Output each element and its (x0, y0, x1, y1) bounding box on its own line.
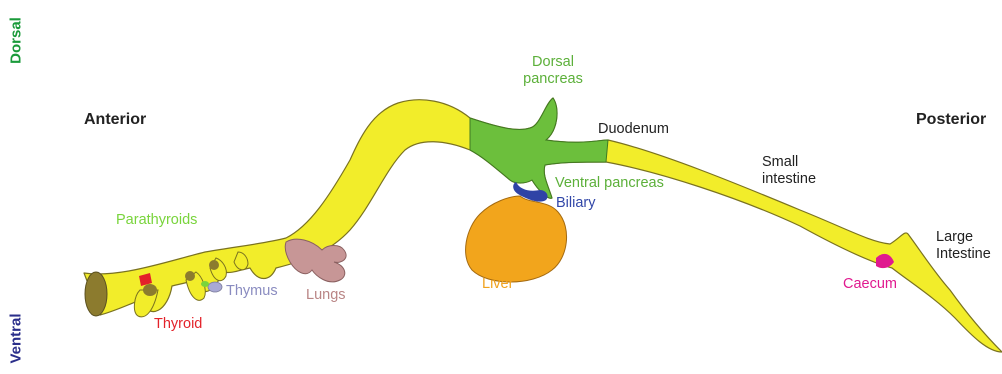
thyroid-label: Thyroid (154, 316, 202, 333)
liver (466, 196, 567, 282)
dorsal-pancreas-line2: pancreas (518, 71, 588, 88)
pouch-dark (143, 284, 157, 296)
liver-label: Liver (482, 276, 513, 293)
posterior-label: Posterior (916, 111, 986, 129)
anterior-label: Anterior (84, 111, 146, 129)
parathyroid (201, 281, 209, 287)
pouch-dark (185, 271, 195, 281)
ventral-axis-label: Ventral (8, 309, 25, 369)
lungs-label: Lungs (306, 287, 346, 304)
small-intestine-line2: intestine (762, 171, 816, 188)
biliary-label: Biliary (556, 195, 595, 212)
duodenum-label: Duodenum (598, 121, 669, 138)
dorsal-pancreas-line1: Dorsal (518, 54, 588, 71)
pouch-dark (209, 260, 219, 270)
thymus-label: Thymus (226, 283, 278, 300)
small-intestine-line1: Small (762, 154, 816, 171)
thymus (208, 282, 222, 292)
dorsal-pancreas-label: Dorsal pancreas (518, 54, 588, 87)
parathyroids-label: Parathyroids (116, 212, 197, 229)
caecum-label: Caecum (843, 276, 897, 293)
large-intestine-label: Large Intestine (936, 229, 991, 262)
dorsal-axis-label: Dorsal (8, 15, 25, 67)
ventral-pancreas-label: Ventral pancreas (555, 175, 664, 192)
large-intestine-line2: Intestine (936, 246, 991, 263)
large-intestine-line1: Large (936, 229, 991, 246)
small-intestine-label: Small intestine (762, 154, 816, 187)
lungs (285, 239, 346, 282)
pharynx-opening (85, 272, 107, 316)
